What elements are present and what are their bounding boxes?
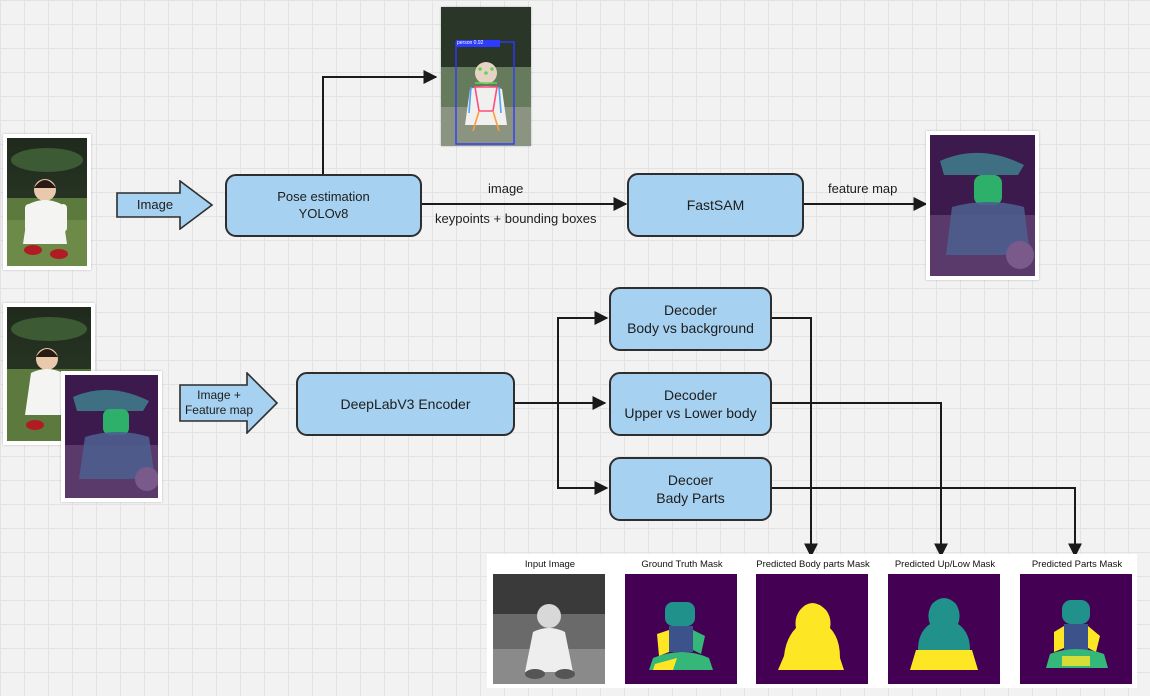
result-title-gt: Ground Truth Mask [641,559,723,570]
pose-detection-image: person 0.92 [441,7,531,146]
decoder-body-line-2: Body vs background [627,320,754,336]
uplow-mask-icon [888,574,1000,684]
image-feature-input-arrow: Image + Feature map [179,372,279,434]
feature-map-image-icon [930,135,1035,276]
edge-decoder-body-to-result [772,317,818,558]
child-photo-icon [7,138,87,266]
encoder-node-label: DeepLabV3 Encoder [340,395,471,412]
edge-encoder-branch-down [557,403,609,495]
result-title-parts: Predicted Parts Mask [1031,559,1123,570]
input-photo-top [3,134,91,270]
decoder-parts-line-1: Decoer [667,471,714,488]
deeplab-encoder-node[interactable]: DeepLabV3 Encoder [296,372,515,436]
result-ground-truth: Ground Truth Mask [619,554,745,688]
result-title-input: Input Image [524,559,576,570]
result-up-low: Predicted Up/Low Mask [882,554,1008,688]
detection-label: person 0.92 [457,40,484,46]
result-body-parts: Predicted Body parts Mask [750,554,876,688]
edge-decoder-uplow-to-result [772,402,948,558]
body-mask-icon [756,574,868,684]
edge-decoder-parts-to-result [772,487,1082,558]
result-title-uplow: Predicted Up/Low Mask [894,559,996,570]
result-input-image: Input Image [487,554,613,688]
decoder-uplow-line-1: Decoder [664,386,717,403]
image-feature-label-1: Image + [197,388,241,402]
edge-label-image: image [488,181,524,196]
fastsam-node-label: FastSAM [686,196,745,213]
result-title-body: Predicted Body parts Mask [756,559,870,570]
ground-truth-mask-icon [625,574,737,684]
result-parts: Predicted Parts Mask [1014,554,1140,688]
decoder-parts-node[interactable]: Decoer Bady Parts [609,457,772,521]
grayscale-input-icon [493,574,605,684]
feature-map-output [926,131,1039,280]
parts-mask-icon [1020,574,1132,684]
decoder-body-line-1: Decoder [664,301,717,318]
image-input-label: Image [136,196,174,212]
image-feature-label-2: Feature map [184,403,254,417]
pose-detection-image-icon [441,7,531,146]
decoder-body-node[interactable]: Decoder Body vs background [609,287,772,351]
pose-estimation-node[interactable]: Pose estimation YOLOv8 [225,174,422,237]
pose-node-line-2: YOLOv8 [298,205,349,221]
decoder-parts-line-2: Bady Parts [656,490,725,506]
results-panel: Input Image Ground Truth Mask Predicted … [487,554,1137,688]
feature-map-image-icon [65,375,158,498]
fastsam-node[interactable]: FastSAM [627,173,804,237]
edge-label-keypoints: keypoints + bounding boxes [435,211,597,226]
pose-node-line-1: Pose estimation [277,188,370,204]
decoder-uplow-line-2: Upper vs Lower body [624,405,757,421]
feature-map-input [61,371,162,502]
image-input-arrow: Image [116,180,214,230]
edge-pose-to-detection [322,70,438,174]
edge-encoder-branch-up [557,311,609,403]
decoder-uplow-node[interactable]: Decoder Upper vs Lower body [609,372,772,436]
edge-label-feature-map: feature map [828,181,898,196]
